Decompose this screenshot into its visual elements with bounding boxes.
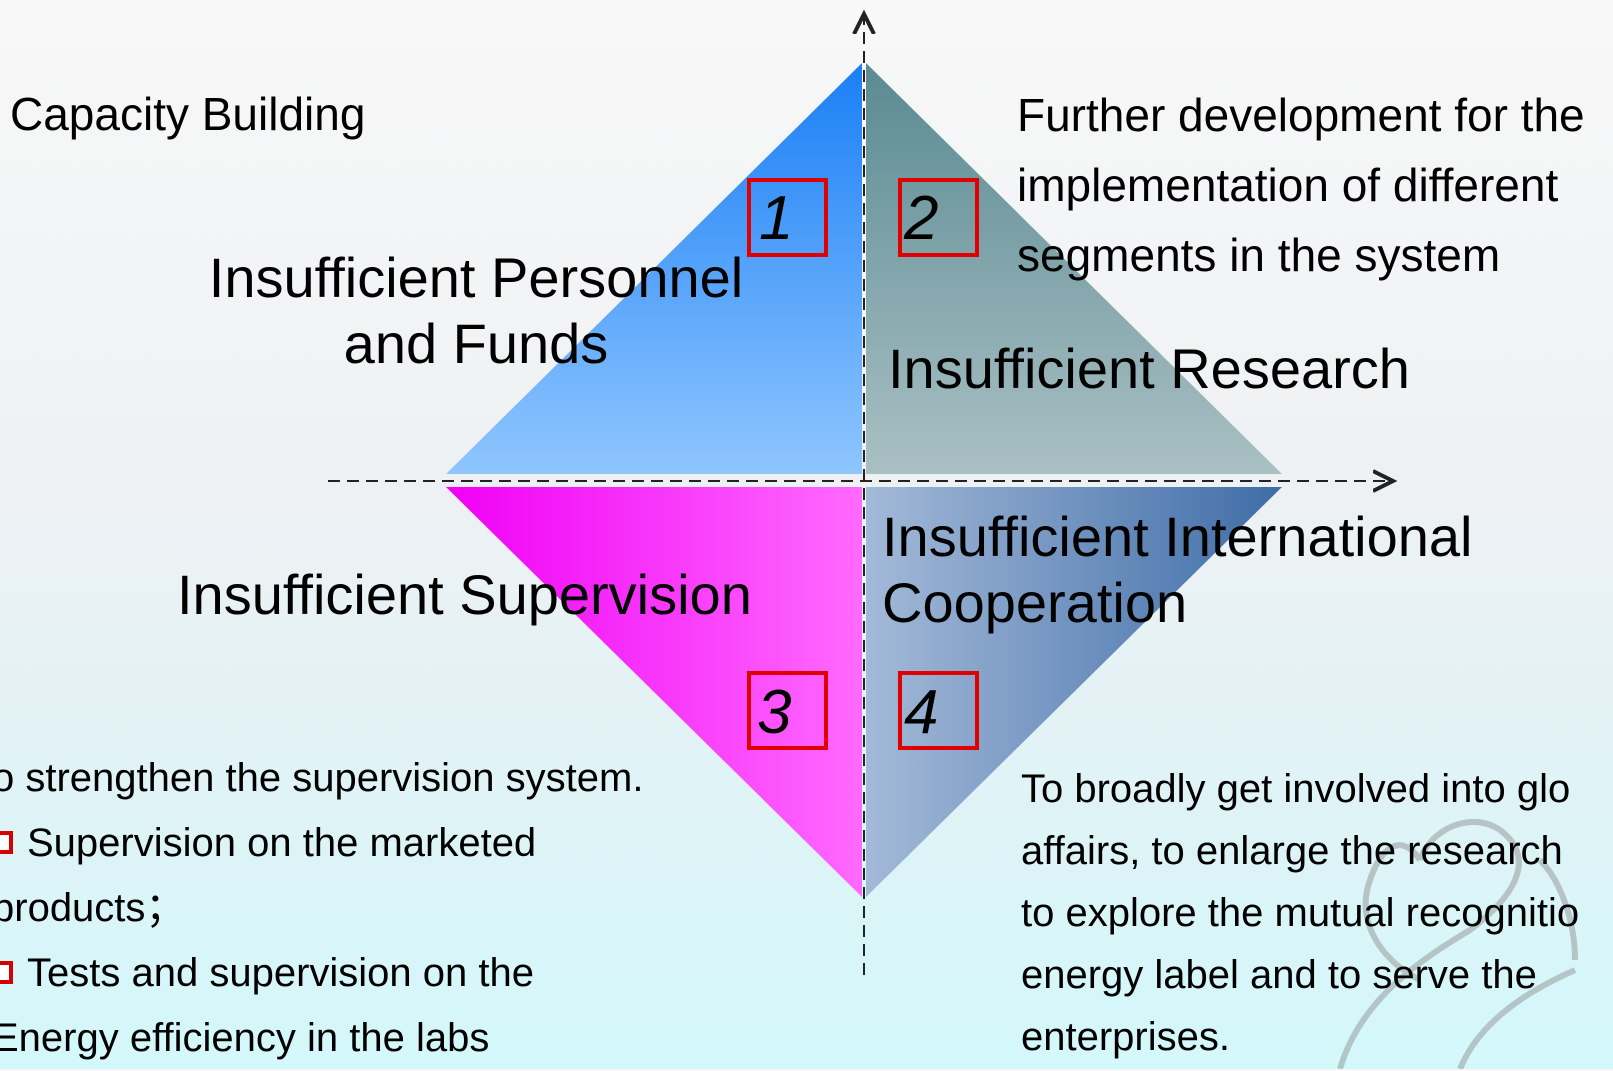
bottom-left-bullet-item: Supervision on the marketed	[0, 811, 643, 876]
quadrant-1-line: and Funds	[343, 312, 609, 375]
bottom-right-line: energy label and to serve the	[1021, 953, 1537, 997]
quadrant-2-triangle	[866, 63, 1282, 474]
quadrant-4-label: Insufficient International Cooperation	[882, 504, 1472, 636]
bottom-right-line: to explore the mutual recognitio	[1021, 891, 1580, 935]
bottom-left-bullet-item: Tests and supervision on the	[0, 941, 643, 1006]
bottom-left-text: o strengthen the supervision system. Sup…	[0, 746, 643, 1071]
quadrant-2-number: 2	[904, 184, 939, 253]
quadrant-3-number: 3	[757, 678, 792, 747]
bullet-square-icon	[0, 830, 13, 854]
quadrant-2-line: Insufficient Research	[888, 337, 1410, 400]
top-right-line: implementation of different	[1017, 159, 1559, 211]
number-box-1	[747, 178, 828, 257]
quadrant-4-line: Cooperation	[882, 571, 1188, 634]
quadrant-3-line: Insufficient Supervision	[177, 563, 752, 626]
number-box-2	[898, 178, 979, 257]
bullet-square-icon	[0, 960, 13, 984]
quadrant-1-line: Insufficient Personnel	[208, 246, 744, 309]
dragon-watermark	[1337, 818, 1578, 1069]
bottom-right-text: To broadly get involved into glo affairs…	[1021, 758, 1613, 1068]
bottom-right-line: affairs, to enlarge the research	[1021, 829, 1563, 873]
quadrant-1-label: Insufficient Personnel and Funds	[193, 245, 759, 377]
top-right-text: Further development for the implementati…	[1017, 80, 1585, 290]
quadrant-4-triangle	[866, 487, 1282, 897]
bottom-left-line: Tests and supervision on the	[27, 951, 534, 995]
quadrant-3-triangle	[446, 487, 862, 897]
quadrant-3-label: Insufficient Supervision	[177, 562, 752, 628]
bottom-left-line: o strengthen the supervision system.	[0, 756, 644, 800]
capacity-building-label: Capacity Building	[10, 88, 366, 140]
bottom-right-line: enterprises.	[1021, 1015, 1230, 1059]
quadrant-2-label: Insufficient Research	[888, 336, 1410, 402]
bottom-left-line: Energy efficiency in the labs	[0, 1016, 490, 1060]
bottom-left-line: Supervision on the marketed	[27, 821, 537, 865]
quadrant-1-triangle	[446, 63, 862, 474]
top-right-line: Further development for the	[1017, 89, 1585, 141]
quadrant-1-number: 1	[759, 184, 794, 253]
quadrant-4-line: Insufficient International	[882, 505, 1473, 568]
top-right-line: segments in the system	[1017, 229, 1501, 281]
bottom-left-line: products；	[0, 886, 186, 930]
bottom-right-line: To broadly get involved into glo	[1021, 767, 1571, 811]
quadrant-4-number: 4	[904, 678, 939, 747]
number-box-3	[747, 671, 828, 750]
number-box-4	[898, 671, 979, 750]
